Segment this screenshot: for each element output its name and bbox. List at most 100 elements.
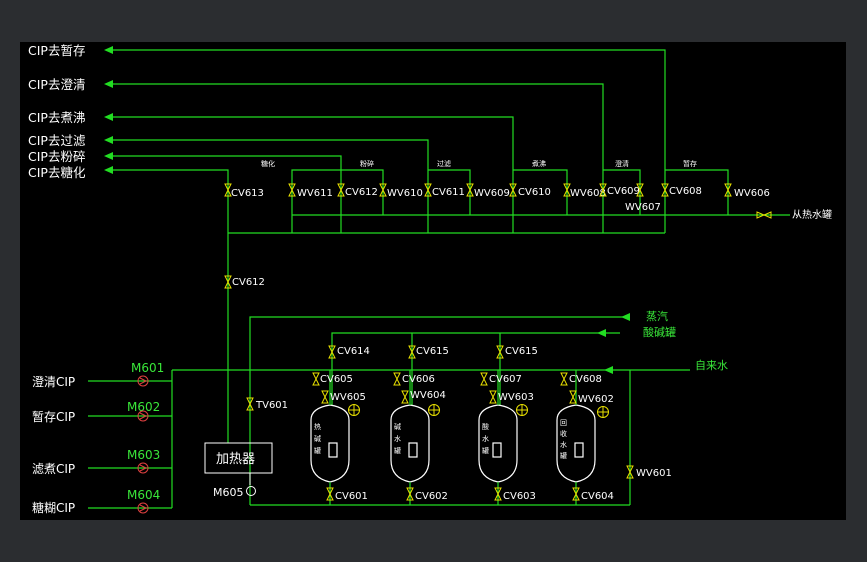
valve-label: WV610	[387, 188, 423, 199]
valve-icon	[599, 183, 607, 197]
cip-output-lines	[104, 46, 666, 370]
arrow-icon	[104, 166, 113, 174]
pump-icon	[137, 410, 149, 422]
tap-water-label: 自来水	[695, 359, 728, 372]
valve-label: CV615	[505, 346, 538, 357]
heater-label: 加热器	[216, 452, 255, 467]
pump-icon	[137, 462, 149, 474]
tank-name-char: 收	[560, 429, 567, 438]
valve-icon	[661, 183, 669, 197]
branch-title: 糖化	[261, 159, 275, 168]
valve-label: WV607	[625, 202, 661, 213]
cip-input-lines	[88, 369, 240, 509]
drawing-canvas	[20, 42, 846, 520]
pump-label: M601	[131, 361, 164, 375]
valve-icon	[466, 183, 474, 197]
valve-icon	[572, 487, 580, 501]
valve-icon	[379, 183, 387, 197]
valve-label: CV612	[232, 277, 265, 288]
cip-output-label: CIP去过滤	[28, 133, 86, 148]
cip-output-label: CIP去糖化	[28, 165, 86, 180]
acid-alkali-label: 酸碱罐	[643, 325, 676, 339]
valve-icon	[509, 183, 517, 197]
tank-name-char: 回	[560, 419, 567, 427]
valve-label: CV605	[320, 374, 353, 385]
heater-pump-label: M605	[213, 486, 244, 499]
valve-icon	[636, 183, 644, 197]
tank-name-char: 罐	[394, 446, 401, 455]
valve-label: CV609	[607, 186, 640, 197]
cip-input-label: 糖糊CIP	[32, 500, 75, 515]
branch-title: 暂存	[683, 159, 697, 168]
valve-label: WV602	[578, 394, 614, 405]
valve-label: CV607	[489, 374, 522, 385]
valve-icon	[489, 390, 497, 404]
cip-output-label: CIP去煮沸	[28, 110, 85, 125]
valve-icon	[406, 487, 414, 501]
arrow-icon	[104, 152, 113, 160]
heater-box	[204, 442, 273, 474]
pump-label: M602	[127, 400, 160, 414]
valve-icon	[288, 183, 296, 197]
arrow-icon	[104, 113, 113, 121]
valve-label: WV601	[636, 468, 672, 479]
valve-icon	[496, 345, 504, 359]
valve-label: CV603	[503, 491, 536, 502]
valve-label: WV605	[330, 392, 366, 403]
valve-label: CV606	[402, 374, 435, 385]
tank-name-char: 水	[394, 434, 401, 443]
cip-output-label: CIP去粉碎	[28, 149, 85, 164]
valve-icon	[337, 183, 345, 197]
tank-name-char: 水	[482, 434, 489, 443]
valve-label: TV601	[255, 400, 288, 411]
pump-label: M603	[127, 448, 160, 462]
cip-input-label: 暂存CIP	[32, 410, 75, 424]
valve-icon	[494, 487, 502, 501]
valve-icon	[246, 397, 254, 411]
valve-label: WV603	[498, 392, 534, 403]
gauge-icon	[428, 404, 440, 416]
cip-input-label: 澄清CIP	[32, 374, 75, 389]
gauge-icon	[597, 406, 609, 418]
supply-lines	[240, 313, 690, 505]
branch-title: 煮沸	[532, 159, 546, 168]
cip-input-label: 滤煮CIP	[32, 462, 75, 476]
valve-label: CV608	[669, 186, 702, 197]
branch-title: 粉碎	[360, 159, 374, 168]
valve-icon	[224, 275, 232, 289]
branch-title: 澄清	[615, 159, 629, 168]
valve-label: WV608	[570, 188, 606, 199]
valve-icon	[328, 345, 336, 359]
valve-label: WV609	[474, 188, 510, 199]
pump-icon	[246, 486, 256, 496]
pump-icon	[137, 375, 149, 387]
branch-manifold	[228, 169, 790, 234]
valve-icon	[480, 372, 488, 386]
tank-name-char: 罐	[314, 446, 321, 455]
steam-label: 蒸汽	[646, 309, 668, 323]
tank-name-char: 酸	[482, 422, 489, 431]
valve-icon	[626, 465, 634, 479]
cip-output-label: CIP去暂存	[28, 43, 85, 58]
gauge-icon	[348, 404, 360, 416]
valve-label: CV613	[231, 188, 264, 199]
tank-name-char: 热	[314, 422, 321, 431]
pump-icon	[137, 502, 149, 514]
valve-icon	[393, 372, 401, 386]
valve-label: CV614	[337, 346, 370, 357]
tank-name-char: 罐	[482, 446, 489, 455]
valve-label: CV608	[569, 374, 602, 385]
valve-icon	[401, 390, 409, 404]
valve-icon	[560, 372, 568, 386]
valve-label: CV611	[432, 187, 465, 198]
tank-name-char: 碱	[394, 423, 401, 431]
valve-icon	[563, 183, 571, 197]
valve-icon	[326, 487, 334, 501]
valve-label: CV604	[581, 491, 614, 502]
valve-label: CV615	[416, 346, 449, 357]
valve-label: CV602	[415, 491, 448, 502]
valve-label: WV606	[734, 188, 770, 199]
cip-output-label: CIP去澄清	[28, 77, 85, 92]
valve-label: WV611	[297, 188, 333, 199]
